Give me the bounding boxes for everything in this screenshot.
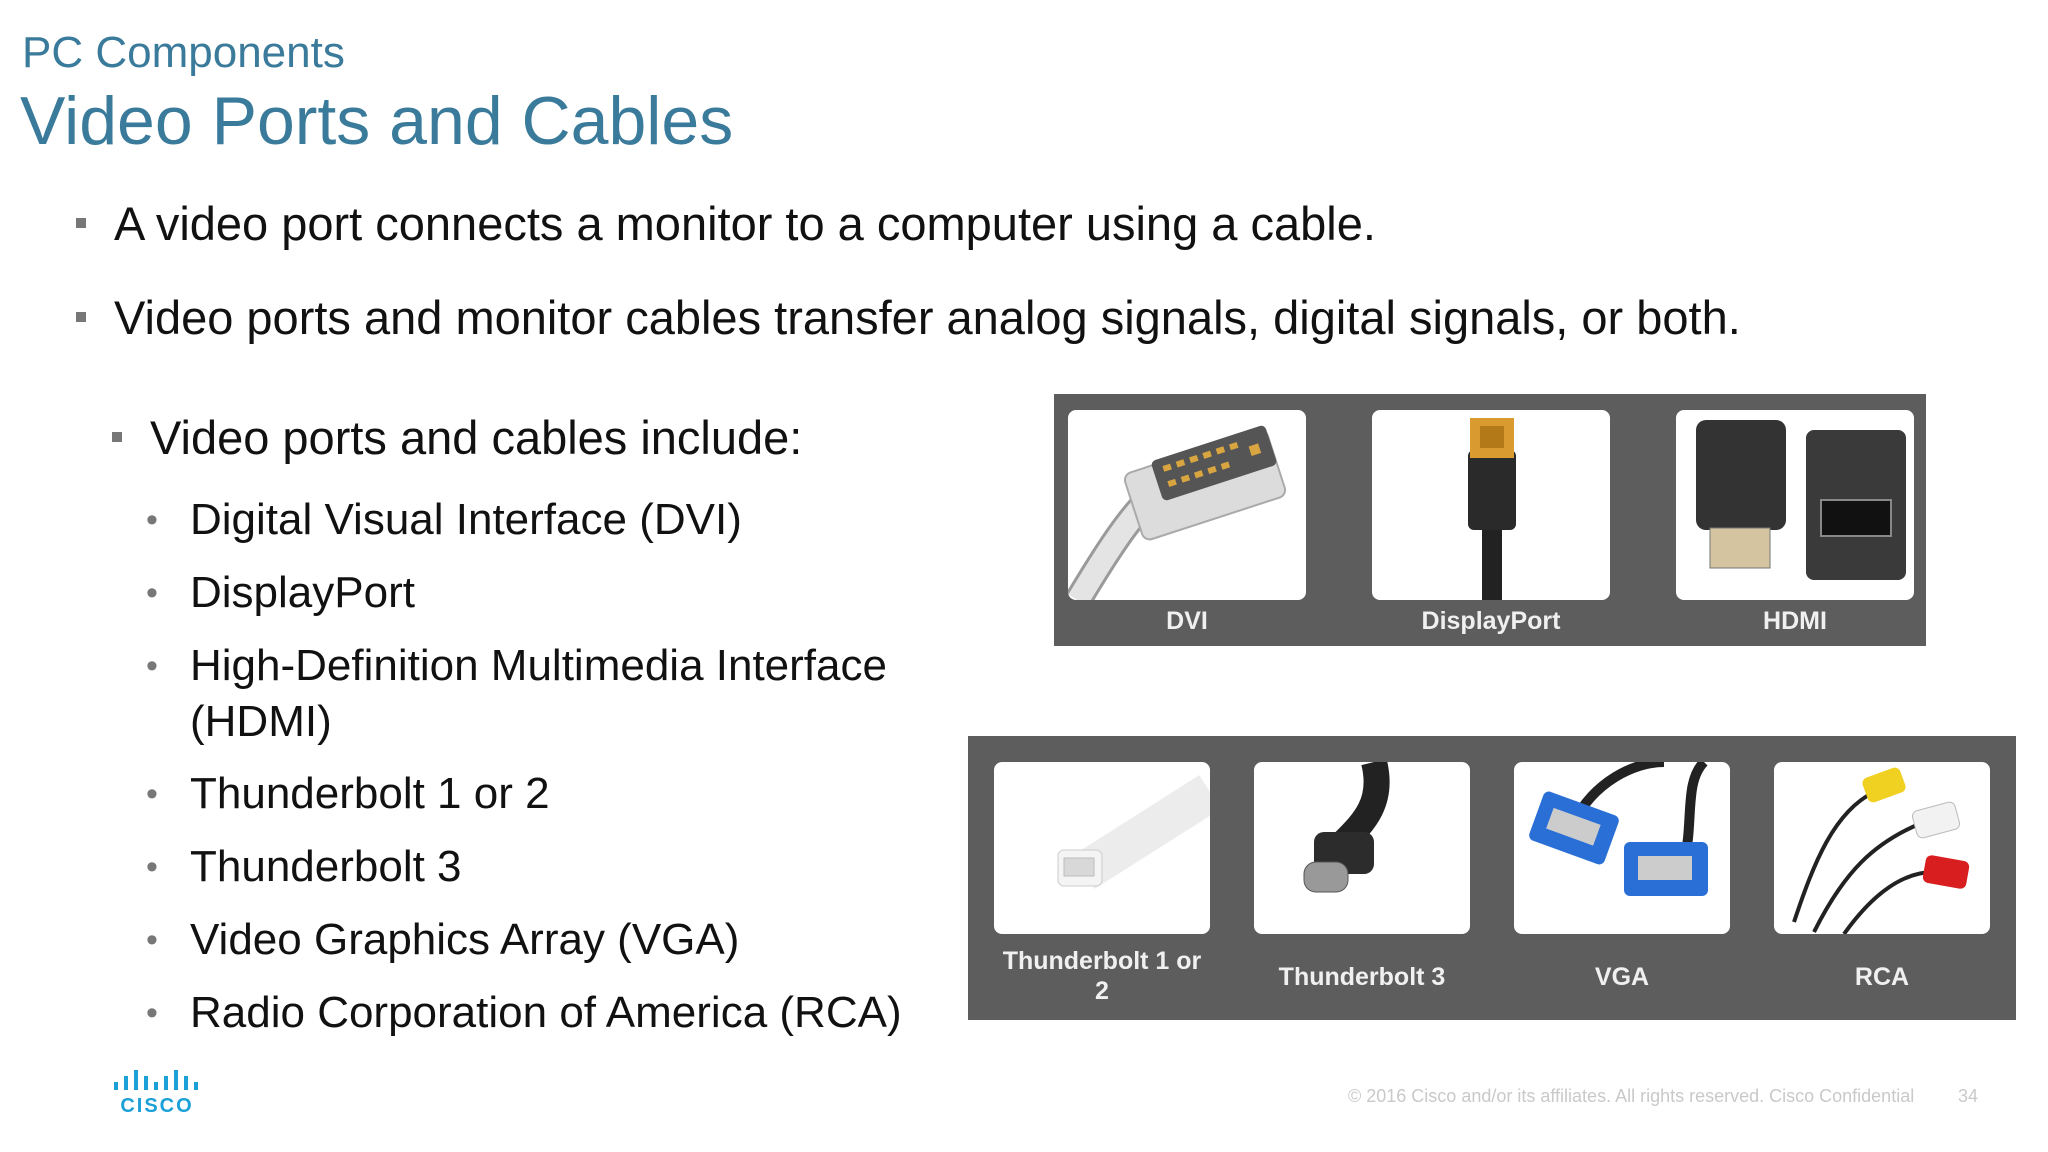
thunderbolt-1-2-connector-image [994,762,1210,934]
rca-connector-image [1774,762,1990,934]
list-item: • Digital Visual Interface (DVI) [146,492,742,548]
connector-panel-top: DVI DisplayPort HDMI [1054,394,1926,646]
logo-text: CISCO [120,1095,193,1116]
bullet-item: A video port connects a monitor to a com… [76,196,1376,251]
panel-caption: RCA [1854,963,1910,991]
cisco-logo: CISCO [112,1068,202,1117]
bullet-dot-icon: • [146,574,158,612]
panel-caption: VGA [1594,963,1650,991]
hdmi-connector-image [1676,410,1914,600]
list-item: • Radio Corporation of America (RCA) [146,985,902,1041]
list-item-text: Thunderbolt 3 [190,842,462,891]
bullet-dot-icon: • [146,647,158,685]
list-item: • Thunderbolt 3 [146,839,462,895]
list-item-text: Digital Visual Interface (DVI) [190,495,742,544]
dvi-connector-image [1068,410,1306,600]
connector-panel-bottom: Thunderbolt 1 or 2 Thunderbolt 3 VGA RCA [968,736,2016,1020]
sub-bullet-text: Video ports and cables include: [150,411,803,464]
bullet-text: Video ports and monitor cables transfer … [114,291,1741,344]
bullet-dot-icon: • [146,921,158,959]
list-item-text: High-Definition Multimedia Interface (HD… [190,641,887,746]
bullet-dot-icon: • [146,848,158,886]
bullet-dot-icon: • [146,994,158,1032]
square-bullet-icon [76,312,86,322]
page-number: 34 [1958,1086,1979,1106]
list-item: • DisplayPort [146,565,415,621]
square-bullet-icon [76,218,86,228]
section-subtitle: PC Components [22,28,345,77]
bullet-dot-icon: • [146,501,158,539]
copyright-text: © 2016 Cisco and/or its affiliates. All … [1348,1086,1915,1106]
square-bullet-icon [112,432,122,442]
list-item-text: Thunderbolt 1 or 2 [190,769,550,818]
list-item-text: Radio Corporation of America (RCA) [190,988,902,1037]
list-item-text: DisplayPort [190,568,415,617]
panel-caption: Thunderbolt 1 or 2 [1002,947,1202,1005]
bullet-text: A video port connects a monitor to a com… [114,197,1376,250]
bullet-item: Video ports and monitor cables transfer … [76,290,1741,345]
displayport-connector-image [1372,410,1610,600]
panel-caption: HDMI [1763,607,1827,635]
panel-caption: DisplayPort [1421,607,1561,635]
vga-connector-image [1514,762,1730,934]
list-item: • Video Graphics Array (VGA) [146,912,740,968]
panel-caption: DVI [1166,607,1208,635]
sub-bullet-item: Video ports and cables include: [112,410,803,465]
list-item: • High-Definition Multimedia Interface (… [146,638,950,750]
panel-caption: Thunderbolt 3 [1278,963,1446,991]
list-item: • Thunderbolt 1 or 2 [146,766,550,822]
thunderbolt-3-connector-image [1254,762,1470,934]
page-title: Video Ports and Cables [20,83,734,159]
list-item-text: Video Graphics Array (VGA) [190,915,740,964]
bullet-dot-icon: • [146,775,158,813]
